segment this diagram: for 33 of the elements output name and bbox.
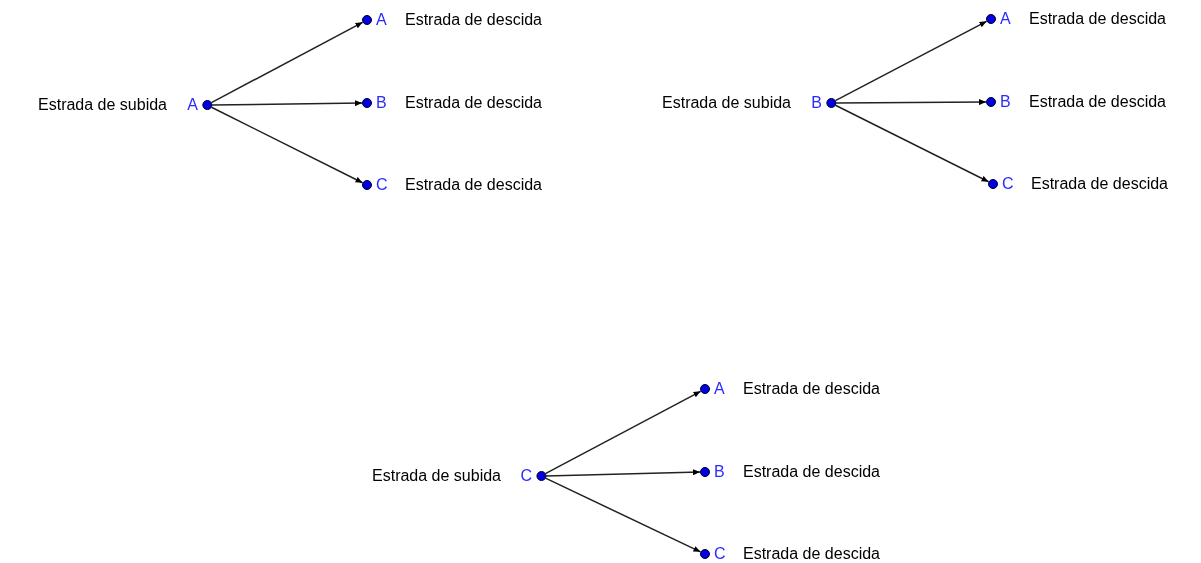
arrow xyxy=(834,20,988,102)
point-caption: Estrada de descida xyxy=(405,175,542,195)
point-caption: Estrada de descida xyxy=(743,462,880,482)
point-label: C xyxy=(714,544,726,563)
point-label: A xyxy=(714,379,725,399)
arrow xyxy=(544,477,702,553)
point-caption: Estrada de descida xyxy=(743,379,880,399)
point-caption: Estrada de descida xyxy=(1029,9,1166,29)
point-label: C xyxy=(376,175,388,195)
point-label: B xyxy=(714,462,725,482)
point-label: A xyxy=(187,95,198,115)
point-caption: Estrada de subida xyxy=(372,466,501,486)
point-caption: Estrada de descida xyxy=(743,544,880,563)
point-label: B xyxy=(1000,92,1011,112)
arrow xyxy=(834,104,990,183)
point-caption: Estrada de descida xyxy=(1031,174,1168,194)
point-caption: Estrada de descida xyxy=(405,93,542,113)
point-caption: Estrada de subida xyxy=(662,93,791,113)
arrow xyxy=(210,106,364,184)
point-caption: Estrada de descida xyxy=(1029,92,1166,112)
arrow xyxy=(544,390,702,475)
point-caption: Estrada de subida xyxy=(38,95,167,115)
arrow xyxy=(835,99,987,106)
arrow xyxy=(210,21,364,104)
point-label: B xyxy=(376,93,387,113)
point-label: B xyxy=(811,93,822,113)
point-label: C xyxy=(1002,174,1014,194)
point-label: C xyxy=(520,466,532,486)
arrow xyxy=(211,100,363,107)
point-label: A xyxy=(1000,9,1011,29)
arrow xyxy=(545,469,701,477)
point-caption: Estrada de descida xyxy=(405,10,542,30)
point-label: A xyxy=(376,10,387,30)
